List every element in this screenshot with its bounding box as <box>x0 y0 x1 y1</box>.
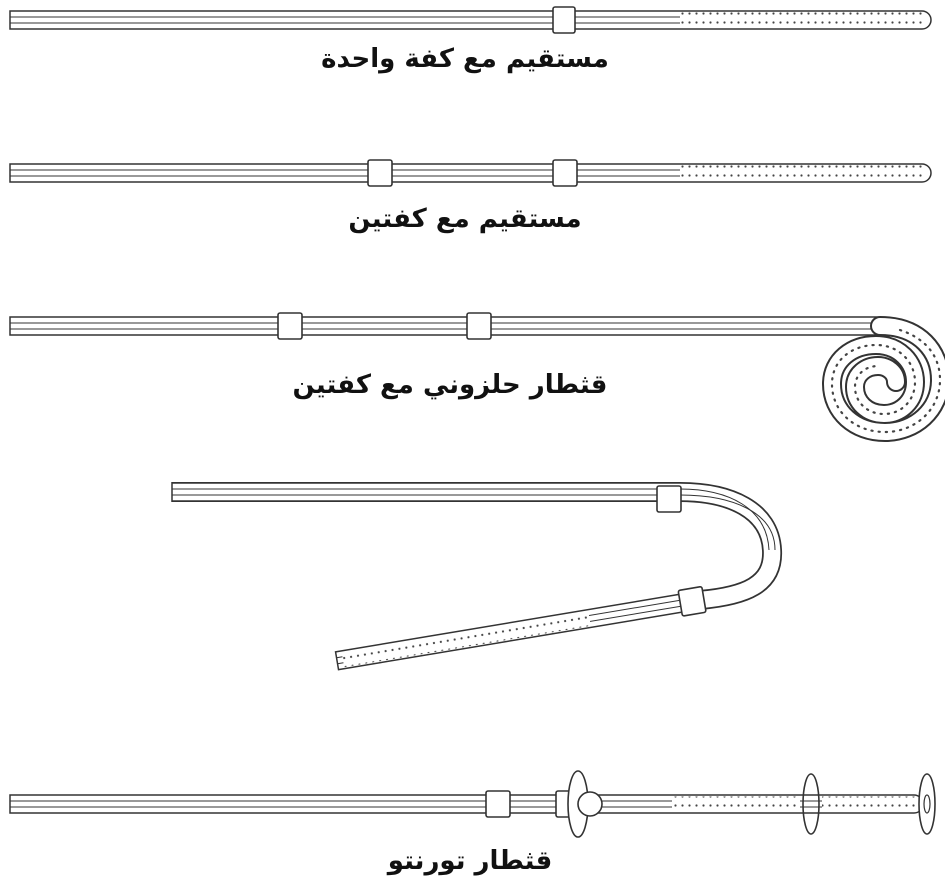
cuff <box>367 159 393 187</box>
label-straight-single-cuff: مستقيم مع كفة واحدة <box>321 44 609 74</box>
cuff <box>677 586 707 617</box>
coiled-double-cuff-catheter <box>9 312 945 443</box>
cuff <box>552 6 576 34</box>
cuff <box>552 159 578 187</box>
side-holes <box>672 796 800 812</box>
cuff <box>656 485 682 513</box>
label-coiled-double-cuff: قثطار حلزوني مع كفتين <box>292 370 608 400</box>
side-holes <box>680 12 922 28</box>
swan-neck-catheter <box>171 482 783 671</box>
toronto-catheter <box>9 770 936 838</box>
cuff <box>466 312 492 340</box>
straight-single-cuff-catheter <box>9 6 932 34</box>
flange-disc <box>802 773 820 835</box>
straight-double-cuff-catheter <box>9 159 932 187</box>
cuff <box>485 790 511 818</box>
side-holes <box>680 165 922 181</box>
bead <box>577 791 603 817</box>
cuff <box>277 312 303 340</box>
side-holes <box>822 796 916 812</box>
flange-disc <box>918 773 936 835</box>
label-toronto: قثطار تورنتو <box>387 846 553 876</box>
label-straight-double-cuff: مستقيم مع كفتين <box>348 204 582 234</box>
side-holes <box>341 611 591 668</box>
